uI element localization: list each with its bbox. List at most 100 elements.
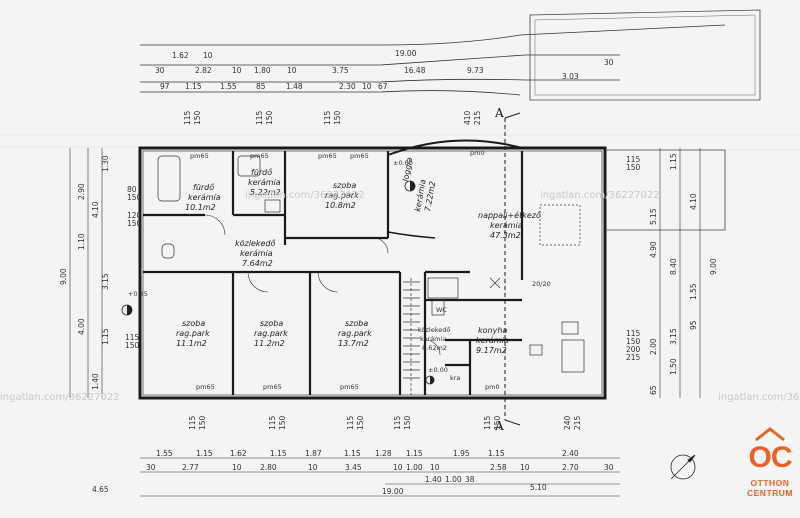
svg-text:16.48: 16.48 <box>404 66 426 75</box>
svg-text:9.17m2: 9.17m2 <box>476 346 507 355</box>
svg-text:10: 10 <box>362 82 372 91</box>
svg-text:150: 150 <box>333 110 342 125</box>
svg-text:2.90: 2.90 <box>77 183 86 200</box>
svg-text:1.80: 1.80 <box>254 66 271 75</box>
svg-text:5.15: 5.15 <box>649 208 658 225</box>
svg-text:szoba: szoba <box>182 319 205 328</box>
room-szoba2: szoba rag.park 11.1m2 <box>176 319 210 348</box>
svg-text:150: 150 <box>125 341 140 350</box>
svg-text:fürdő: fürdő <box>251 168 272 177</box>
svg-text:szoba: szoba <box>260 319 283 328</box>
svg-text:150: 150 <box>626 163 641 172</box>
roof-icon <box>755 427 785 442</box>
pm-label-3: pm65 <box>318 152 337 160</box>
svg-text:9.73: 9.73 <box>467 66 484 75</box>
svg-text:loggia: loggia <box>401 157 414 183</box>
svg-text:10: 10 <box>203 51 213 60</box>
svg-text:fürdő: fürdő <box>193 183 214 192</box>
section-a-bottom: A <box>494 419 504 433</box>
svg-text:1.10: 1.10 <box>77 233 86 250</box>
dims-right: 1.15 4.10 5.15 4.90 8.40 1.55 9.00 3.15 … <box>626 153 718 395</box>
terrace-outline <box>529 9 761 231</box>
svg-text:97: 97 <box>160 82 170 91</box>
door-swings <box>204 214 441 356</box>
pm-label-9: pm0 <box>485 383 500 391</box>
logo-mark: OC <box>748 441 793 474</box>
dims-bottom: 1.55 1.15 1.62 1.15 1.87 1.15 1.28 1.15 … <box>92 415 614 496</box>
svg-text:10: 10 <box>393 463 403 472</box>
svg-text:1.40: 1.40 <box>91 373 100 390</box>
dim-lines-left <box>69 148 103 398</box>
pm-label-5: pm0 <box>470 149 485 157</box>
svg-text:215: 215 <box>473 110 482 125</box>
staircase <box>403 278 420 395</box>
svg-text:47.3m2: 47.3m2 <box>490 231 521 240</box>
svg-text:115: 115 <box>626 155 641 164</box>
svg-text:kerámia: kerámia <box>240 249 273 258</box>
dims-top: 1.62 10 19.00 30 2.82 10 1.80 10 3.75 16… <box>155 49 641 172</box>
dim-lines-bottom <box>140 457 620 497</box>
svg-text:2.40: 2.40 <box>562 449 579 458</box>
svg-text:4.90: 4.90 <box>649 241 658 258</box>
svg-text:3.15: 3.15 <box>101 273 110 290</box>
svg-text:150: 150 <box>626 337 641 346</box>
svg-text:9.00: 9.00 <box>709 258 718 275</box>
svg-text:1.15: 1.15 <box>669 153 678 170</box>
svg-text:13.7m2: 13.7m2 <box>338 339 369 348</box>
pm-label-8: pm65 <box>340 383 359 391</box>
interior-walls <box>143 151 524 395</box>
svg-text:10: 10 <box>232 66 242 75</box>
svg-text:150: 150 <box>493 415 502 430</box>
svg-text:1.15: 1.15 <box>101 328 110 345</box>
svg-text:10: 10 <box>287 66 297 75</box>
svg-text:410: 410 <box>463 110 472 125</box>
dim-line-top-total <box>140 24 726 46</box>
fixtures <box>157 155 585 373</box>
room-kitchen: konyha kerámia 9.17m2 <box>476 326 509 355</box>
loggia-rail <box>387 231 436 239</box>
room-hall2: közlekedő kerámia 8.62m2 <box>418 325 450 352</box>
pm-label-4: pm65 <box>350 152 369 160</box>
svg-text:4.65: 4.65 <box>92 485 109 494</box>
svg-text:szoba: szoba <box>345 319 368 328</box>
room-bath1: fürdő kerámia 10.1m2 <box>185 183 221 212</box>
svg-text:3.15: 3.15 <box>669 328 678 345</box>
svg-text:konyha: konyha <box>478 326 507 335</box>
svg-text:1.55: 1.55 <box>689 283 698 300</box>
svg-text:115: 115 <box>323 110 332 125</box>
svg-text:5.22m2: 5.22m2 <box>250 188 281 197</box>
wc-label: WC <box>436 306 447 314</box>
room-hall: közlekedő kerámia 7.64m2 <box>235 239 276 268</box>
section-a-top: A <box>494 106 504 120</box>
svg-text:10: 10 <box>232 463 242 472</box>
dim-line-top-2 <box>140 78 620 83</box>
room-szoba1: szoba rag.park 10.8m2 <box>325 181 359 210</box>
pantry-label: kra <box>450 374 460 382</box>
svg-text:1.87: 1.87 <box>305 449 322 458</box>
svg-text:80: 80 <box>127 185 137 194</box>
watermark-1: ingatlan.com/36227022 <box>540 190 660 201</box>
level-mark-1: ±0.00 <box>393 159 413 167</box>
svg-text:200: 200 <box>626 345 641 354</box>
svg-text:150: 150 <box>278 415 287 430</box>
svg-text:2.70: 2.70 <box>562 463 579 472</box>
pm-label-1: pm65 <box>190 152 209 160</box>
room-szoba3: szoba rag.park 11.2m2 <box>254 319 288 348</box>
north-arrow-icon <box>670 454 696 480</box>
svg-text:kerámia: kerámia <box>420 335 446 343</box>
dims-left: 9.00 2.90 1.30 4.10 1.10 3.15 4.00 1.15 … <box>59 155 142 390</box>
svg-text:150: 150 <box>198 415 207 430</box>
svg-text:10.8m2: 10.8m2 <box>325 201 356 210</box>
svg-text:115: 115 <box>188 415 197 430</box>
pm-label-6: pm65 <box>196 383 215 391</box>
svg-text:85: 85 <box>256 82 266 91</box>
svg-text:115: 115 <box>626 329 641 338</box>
svg-text:1.48: 1.48 <box>286 82 303 91</box>
svg-text:115: 115 <box>255 110 264 125</box>
svg-text:rag.park: rag.park <box>325 191 359 200</box>
svg-text:1.15: 1.15 <box>344 449 361 458</box>
svg-text:közlekedő: közlekedő <box>418 325 450 334</box>
svg-text:rag.park: rag.park <box>176 329 210 338</box>
svg-text:150: 150 <box>127 219 142 228</box>
svg-text:szoba: szoba <box>333 181 356 190</box>
